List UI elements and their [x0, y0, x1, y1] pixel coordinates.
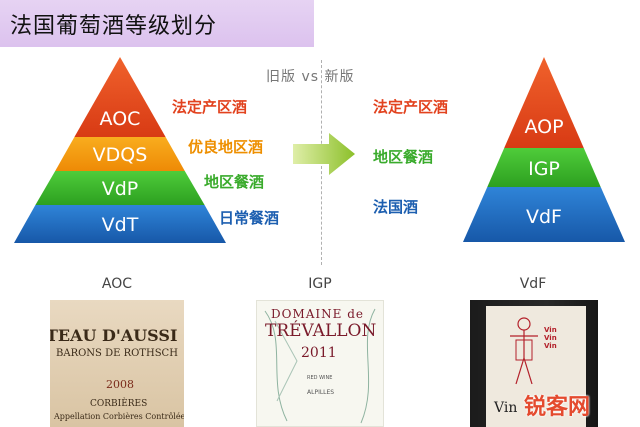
old-tier-vdp	[35, 171, 205, 205]
example-caption-igp: IGP	[308, 276, 332, 292]
label-line: 2008	[106, 378, 134, 391]
new-tier-label: AOP	[524, 116, 563, 138]
old-tier-label: VdT	[102, 214, 139, 236]
old-tier-aoc	[74, 57, 166, 137]
label-line: DOMAINE de	[271, 307, 365, 321]
old-label-vdp: 地区餐酒	[204, 173, 265, 191]
old-label-vdqs: 优良地区酒	[188, 138, 264, 156]
label-line: TRÉVALLON	[265, 321, 377, 341]
label-decoration	[264, 308, 376, 424]
old-tier-label: AOC	[100, 108, 141, 130]
new-label-vdf: 法国酒	[373, 198, 419, 216]
new-label-igp: 地区餐酒	[373, 148, 434, 166]
arrow-right-icon	[293, 133, 355, 175]
page-title: 法国葡萄酒等级划分	[0, 0, 314, 47]
wine-label-photo-vdf: Vin Vin Vin Vin 锐客网	[470, 300, 598, 427]
example-caption-vdf: VdF	[519, 276, 547, 292]
page-title-text: 法国葡萄酒等级划分	[10, 13, 218, 39]
label-line: Vin Vin Vin	[544, 326, 557, 350]
compare-label: 旧版 vs 新版	[266, 69, 355, 85]
old-label-aoc: 法定产区酒	[172, 98, 248, 116]
person-figure-icon	[510, 317, 538, 385]
old-tier-vdt	[14, 205, 226, 243]
new-tier-aop	[504, 57, 584, 148]
label-line: CORBIÈRES	[90, 399, 148, 409]
label-line: TEAU D'AUSSI	[50, 326, 178, 345]
old-tier-vdqs	[55, 137, 185, 171]
new-label-aop: 法定产区酒	[373, 98, 449, 116]
label-line: Appellation Corbières Contrôlée	[54, 412, 184, 421]
old-tier-label: VdP	[102, 178, 139, 200]
old-label-vdt: 日常餐酒	[219, 209, 280, 227]
new-tier-vdf	[463, 187, 625, 242]
new-tier-label: VdF	[526, 206, 562, 228]
wine-label-photo-aoc: TEAU D'AUSSI BARONS DE ROTHSCH 2008 CORB…	[50, 300, 184, 427]
new-pyramid: AOP IGP VdF	[463, 57, 625, 242]
new-tier-label: IGP	[528, 158, 560, 180]
label-line: 2011	[301, 345, 337, 361]
wine-label-photo-igp: DOMAINE de TRÉVALLON 2011 RED WINE ALPIL…	[256, 300, 384, 427]
new-tier-igp	[487, 148, 601, 187]
label-line: ALPILLES	[307, 389, 335, 396]
label-panel	[486, 306, 586, 427]
example-caption-aoc: AOC	[101, 276, 133, 292]
old-pyramid: AOC VDQS VdP VdT	[14, 57, 226, 243]
label-line: RED WINE	[307, 375, 333, 381]
old-tier-label: VDQS	[93, 144, 148, 166]
label-line: Vin	[494, 400, 518, 416]
watermark: 锐客网	[523, 395, 590, 420]
label-line: BARONS DE ROTHSCH	[56, 348, 178, 359]
